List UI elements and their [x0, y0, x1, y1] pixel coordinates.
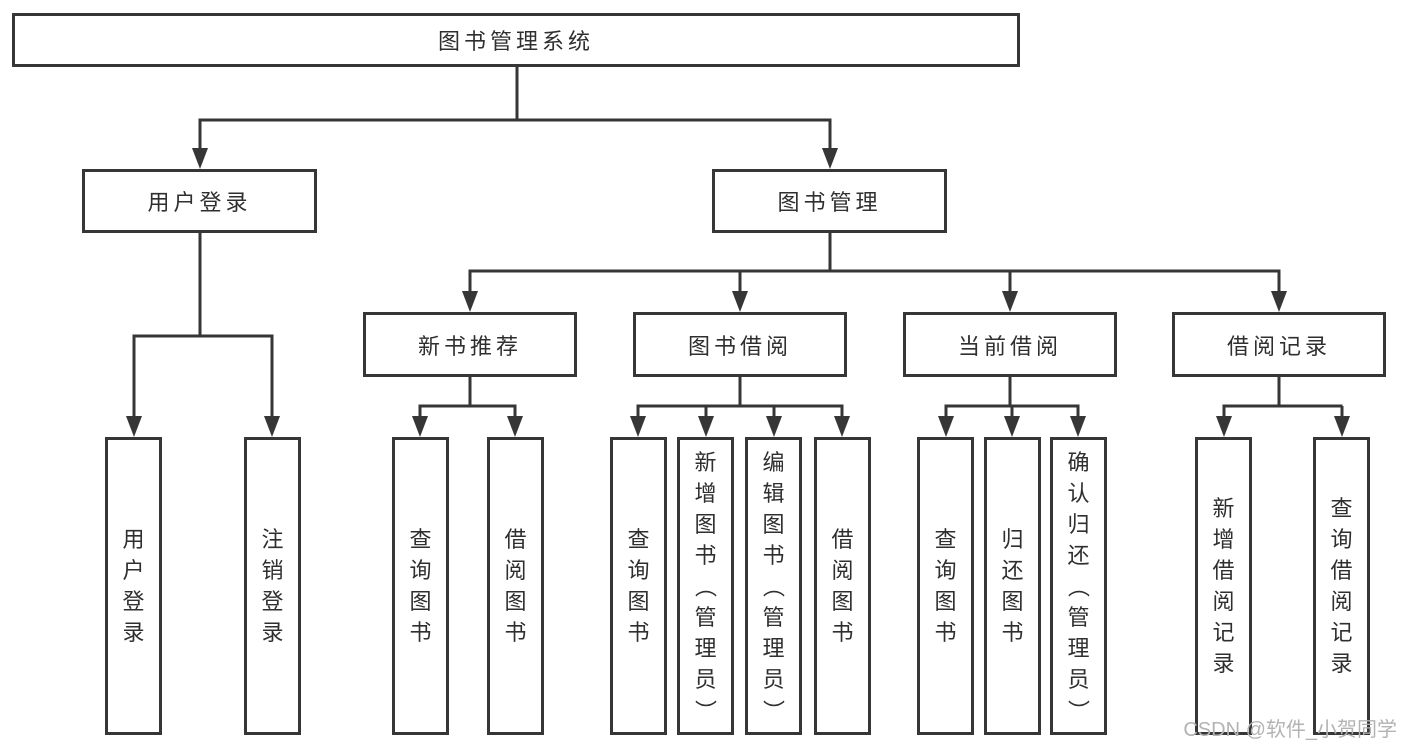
- node-label: 图书管理: [777, 190, 882, 215]
- node-label: 新书推荐: [417, 333, 522, 359]
- leaf-add-book-admin: 新增图书（管理员）: [677, 437, 734, 735]
- leaf-label: 查询图书: [934, 527, 957, 645]
- node-library-management-system: 图书管理系统: [12, 13, 1020, 67]
- node-new-book-recommend: 新书推荐: [363, 312, 577, 377]
- leaf-query-books-recommend: 查询图书: [392, 437, 449, 735]
- leaf-query-books-current: 查询图书: [917, 437, 974, 735]
- leaf-add-borrow-record: 新增借阅记录: [1195, 437, 1252, 735]
- leaf-edit-book-admin: 编辑图书（管理员）: [745, 437, 802, 735]
- node-book-management-branch: 图书管理: [712, 169, 947, 233]
- node-label: 借阅记录: [1226, 333, 1331, 359]
- node-borrow-records: 借阅记录: [1172, 312, 1386, 377]
- leaf-label: 注销登录: [261, 527, 284, 645]
- node-label: 当前借阅: [957, 333, 1062, 359]
- leaf-label: 用户登录: [122, 527, 145, 645]
- leaf-user-login: 用户登录: [105, 437, 162, 735]
- leaf-label: 查询图书: [409, 527, 432, 645]
- leaf-confirm-return-admin: 确认归还（管理员）: [1050, 437, 1107, 735]
- leaf-label: 新增借阅记录: [1212, 496, 1235, 676]
- leaf-label: 编辑图书（管理员）: [760, 449, 786, 722]
- node-book-borrowing: 图书借阅: [633, 312, 847, 377]
- watermark: CSDN @软件_小贺同学: [1183, 719, 1397, 741]
- leaf-label: 归还图书: [1001, 527, 1024, 645]
- leaf-logout: 注销登录: [244, 437, 301, 735]
- leaf-label: 借阅图书: [504, 527, 527, 645]
- leaf-query-borrow-record: 查询借阅记录: [1313, 437, 1370, 735]
- leaf-query-books-borrowing: 查询图书: [610, 437, 667, 735]
- node-label: 用户登录: [147, 190, 252, 215]
- node-label: 图书借阅: [687, 333, 792, 359]
- leaf-label: 借阅图书: [831, 527, 854, 645]
- leaf-label: 查询图书: [627, 527, 650, 645]
- leaf-label: 确认归还（管理员）: [1065, 449, 1091, 722]
- node-current-borrowing: 当前借阅: [903, 312, 1117, 377]
- leaf-label: 查询借阅记录: [1330, 496, 1353, 676]
- leaf-return-books: 归还图书: [984, 437, 1041, 735]
- node-user-login-branch: 用户登录: [82, 169, 317, 233]
- node-label: 图书管理系统: [437, 29, 594, 54]
- leaf-label: 新增图书（管理员）: [692, 449, 718, 722]
- leaf-borrow-books-recommend: 借阅图书: [487, 437, 544, 735]
- leaf-borrow-books-borrowing: 借阅图书: [814, 437, 871, 735]
